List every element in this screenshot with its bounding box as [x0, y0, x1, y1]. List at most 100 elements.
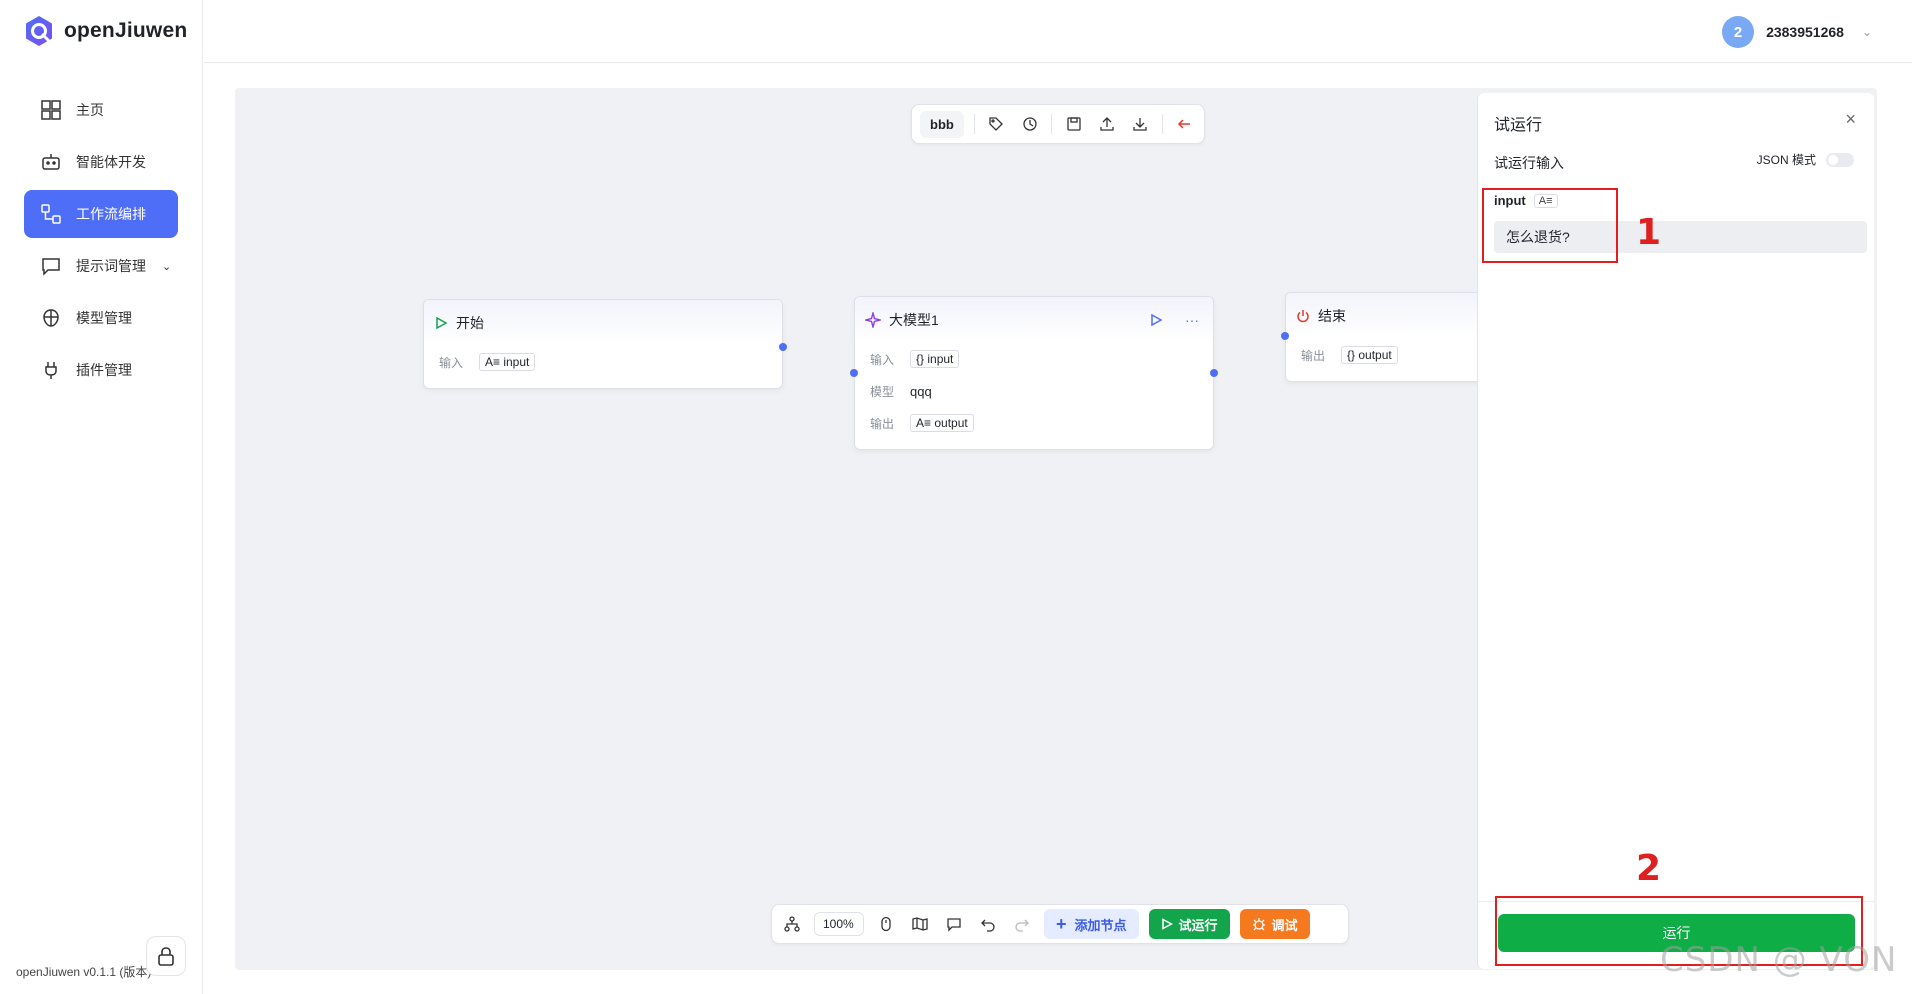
workflow-name[interactable]: bbb — [920, 110, 964, 138]
plus-icon: + — [1056, 913, 1067, 934]
model-label: 模型 — [870, 384, 895, 399]
output-tag: A≡ output — [910, 414, 974, 432]
chevron-down-icon: ⌄ — [162, 260, 172, 273]
sparkle-icon — [865, 312, 881, 328]
node-output-row: 输出 A≡ output — [855, 407, 1213, 439]
run-button[interactable]: 运行 — [1498, 914, 1855, 952]
test-run-label: 试运行 — [1178, 917, 1218, 933]
divider — [973, 114, 975, 134]
divider — [1161, 114, 1163, 134]
model-value: qqq — [910, 383, 932, 399]
json-mode-label: JSON 模式 — [1756, 153, 1816, 167]
sidebar-item-label: 提示词管理 — [76, 258, 146, 274]
lock-icon — [158, 947, 174, 966]
plug-icon — [45, 362, 57, 379]
test-run-panel: 试运行 × 试运行输入 JSON 模式 input A≡ 怎么退货? 运行 — [1477, 93, 1874, 969]
brain-icon — [43, 309, 59, 327]
add-node-label: 添加节点 — [1074, 917, 1127, 933]
add-node-button[interactable]: + 添加节点 — [1044, 909, 1139, 939]
workflow-icon — [41, 204, 61, 224]
panel-subtitle: 试运行输入 — [1494, 155, 1564, 171]
divider — [1051, 114, 1053, 134]
undo-icon[interactable] — [976, 912, 1000, 936]
node-model-row: 模型 qqq — [855, 375, 1213, 407]
more-icon[interactable]: ··· — [1185, 312, 1199, 328]
robot-icon — [42, 154, 60, 170]
chat-icon — [42, 258, 60, 276]
sidebar-item-prompts[interactable]: 提示词管理 ⌄ — [24, 242, 178, 290]
field-name: input — [1494, 193, 1526, 208]
output-label: 输出 — [870, 416, 895, 431]
input-field[interactable]: 怎么退货? — [1494, 221, 1867, 253]
username: 2383951268 — [1766, 24, 1844, 40]
node-header: 开始 — [424, 300, 782, 346]
field-type-chip: A≡ — [1533, 193, 1558, 208]
node-title: 结束 — [1318, 308, 1346, 324]
input-tag: A≡ input — [479, 353, 536, 371]
sidebar-nav: 主页 智能体开发 工作流编排 提示词管理 ⌄ 模型管理 插件管理 — [24, 86, 178, 398]
node-actions: ··· — [1149, 312, 1213, 328]
power-icon — [1297, 310, 1309, 323]
debug-button[interactable]: 调试 — [1239, 909, 1310, 939]
node-title: 大模型1 — [889, 312, 939, 328]
download-icon[interactable] — [1129, 112, 1152, 136]
mouse-icon[interactable] — [874, 912, 898, 936]
panel-footer: 运行 — [1478, 901, 1874, 969]
avatar[interactable]: 2 — [1722, 16, 1755, 48]
run-node-icon[interactable] — [1149, 313, 1163, 327]
user-menu[interactable]: 2 2383951268 ⌄ — [1722, 16, 1872, 48]
input-port[interactable] — [850, 369, 858, 377]
debug-label: 调试 — [1271, 917, 1298, 933]
sidebar-item-models[interactable]: 模型管理 — [24, 294, 178, 342]
history-icon[interactable] — [1018, 112, 1041, 136]
sidebar-item-home[interactable]: 主页 — [24, 86, 178, 134]
redo-icon[interactable] — [1010, 912, 1034, 936]
output-port[interactable] — [779, 343, 787, 351]
bug-icon — [1252, 918, 1265, 931]
top-header: 2 2383951268 ⌄ — [204, 0, 1912, 63]
chevron-down-icon[interactable]: ⌄ — [1861, 25, 1872, 39]
sidebar-item-label: 模型管理 — [76, 310, 132, 326]
node-input-row: 输入 A≡ input — [424, 346, 782, 378]
logo[interactable]: openJiuwen — [22, 14, 187, 48]
input-port[interactable] — [1281, 332, 1289, 340]
sidebar: openJiuwen 主页 智能体开发 工作流编排 提示词管理 ⌄ 模型管理 插… — [0, 0, 203, 994]
node-llm[interactable]: 大模型1 ··· 输入 {} input 模型 qqq 输出 A≡ output — [850, 296, 1218, 450]
play-icon — [436, 316, 448, 330]
watermark: CSDN @ VON — [1660, 940, 1898, 980]
lock-button[interactable] — [146, 936, 186, 976]
node-title: 开始 — [456, 315, 484, 331]
annotation-box-2 — [1495, 896, 1863, 966]
play-icon — [1161, 918, 1173, 930]
output-port[interactable] — [1210, 369, 1218, 377]
auto-layout-icon[interactable] — [780, 912, 804, 936]
close-icon[interactable]: × — [1845, 109, 1856, 129]
json-mode-toggle[interactable] — [1826, 152, 1854, 167]
canvas-top-toolbar: bbb — [911, 104, 1205, 144]
zoom-input[interactable]: 100% — [814, 912, 864, 936]
annotation-number-1: 1 — [1636, 212, 1662, 253]
sidebar-item-plugins[interactable]: 插件管理 — [24, 346, 178, 394]
field-label: input A≡ — [1494, 193, 1558, 208]
input-label: 输入 — [439, 355, 464, 370]
save-icon[interactable] — [1062, 112, 1085, 136]
tag-icon[interactable] — [985, 112, 1008, 136]
comment-icon[interactable] — [942, 912, 966, 936]
logo-icon — [26, 16, 52, 46]
version-text: openJiuwen v0.1.1 (版本) — [16, 965, 152, 979]
sidebar-item-label: 插件管理 — [76, 362, 132, 378]
back-arrow-icon[interactable] — [1173, 112, 1196, 136]
canvas-bottom-toolbar: 100% + 添加节点 试运行 调试 — [771, 904, 1349, 944]
node-input-row: 输入 {} input — [855, 343, 1213, 375]
upload-icon[interactable] — [1095, 112, 1118, 136]
node-start[interactable]: 开始 输入 A≡ input — [423, 299, 787, 389]
panel-title: 试运行 — [1494, 117, 1543, 134]
json-mode-switch[interactable]: JSON 模式 — [1757, 151, 1854, 168]
test-run-button[interactable]: 试运行 — [1148, 909, 1230, 939]
app-name: openJiuwen — [64, 19, 188, 42]
sidebar-item-workflow[interactable]: 工作流编排 — [24, 190, 178, 238]
sidebar-item-agent-dev[interactable]: 智能体开发 — [24, 138, 178, 186]
annotation-number-2: 2 — [1636, 848, 1662, 889]
sidebar-item-label: 工作流编排 — [76, 206, 146, 222]
minimap-icon[interactable] — [908, 912, 932, 936]
